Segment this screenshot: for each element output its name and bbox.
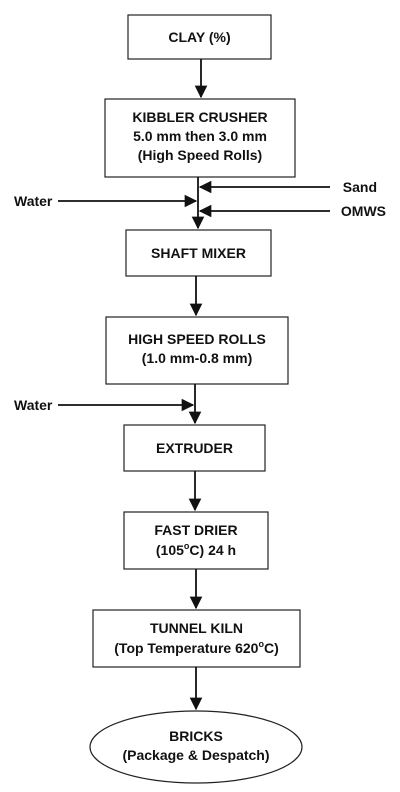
high-speed-rolls-size: (1.0 mm-0.8 mm) bbox=[142, 350, 252, 366]
tunnel-kiln-temperature: (Top Temperature 620oC) bbox=[114, 639, 278, 656]
clay-box bbox=[127, 14, 272, 60]
fast-drier-title: FAST DRIER bbox=[154, 522, 237, 538]
water-input-label-2: Water bbox=[14, 397, 53, 413]
kibbler-crusher-size: 5.0 mm then 3.0 mm bbox=[133, 128, 267, 144]
bricks-ellipse bbox=[89, 710, 303, 784]
extruder-label: EXTRUDER bbox=[156, 440, 233, 456]
fast-drier-box bbox=[123, 511, 269, 570]
shaft-mixer-box bbox=[125, 229, 272, 277]
water-input-label-1: Water bbox=[14, 193, 53, 209]
clay-label: CLAY (%) bbox=[168, 29, 230, 45]
high-speed-rolls-box bbox=[105, 316, 289, 385]
tunnel-kiln-box bbox=[92, 609, 301, 668]
sand-input-label: Sand bbox=[343, 179, 377, 195]
shaft-mixer-label: SHAFT MIXER bbox=[151, 245, 246, 261]
high-speed-rolls-title: HIGH SPEED ROLLS bbox=[128, 331, 266, 347]
fast-drier-conditions: (105oC) 24 h bbox=[156, 541, 236, 558]
omws-input-label: OMWS bbox=[341, 203, 386, 219]
bricks-note: (Package & Despatch) bbox=[122, 747, 269, 763]
kibbler-crusher-title: KIBBLER CRUSHER bbox=[132, 109, 267, 125]
bricks-title: BRICKS bbox=[169, 728, 223, 744]
tunnel-kiln-title: TUNNEL KILN bbox=[150, 620, 243, 636]
kibbler-crusher-box bbox=[104, 98, 296, 178]
kibbler-crusher-note: (High Speed Rolls) bbox=[138, 147, 262, 163]
